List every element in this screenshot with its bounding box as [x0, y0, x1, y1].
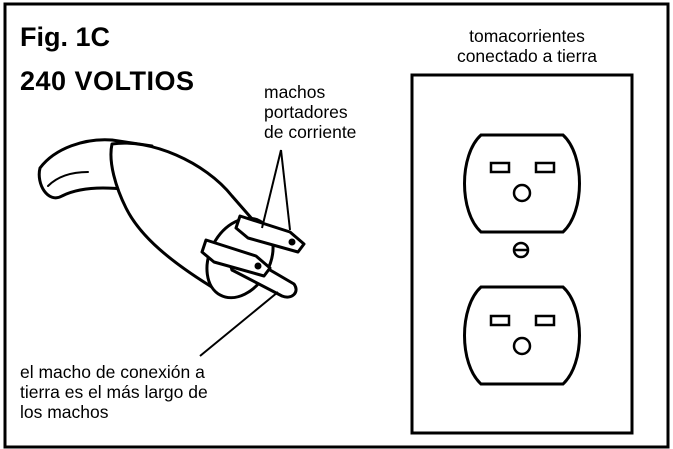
current-prongs-label-line: de corriente	[264, 122, 357, 142]
ground-prong-label-line: tierra es el más largo de	[20, 382, 208, 402]
plate-screw	[512, 241, 530, 259]
receptacle-lower	[463, 285, 581, 386]
ground-prong-label: el macho de conexión a tierra es el más …	[20, 362, 208, 422]
current-prong-upper	[234, 214, 306, 254]
current-prongs-label-line: machos	[264, 82, 326, 102]
outer-border	[3, 2, 670, 449]
current-prong-lower	[200, 238, 272, 278]
plug-illustration	[37, 138, 306, 300]
receptacle-upper	[463, 133, 581, 234]
leader-line-ground	[199, 291, 279, 357]
ground-prong-label-line: el macho de conexión a	[20, 362, 205, 382]
current-prongs-label-line: portadores	[264, 102, 348, 122]
current-prongs-label: machos portadores de corriente	[264, 82, 356, 142]
leader-line-prong-1	[261, 149, 282, 229]
ground-prong-label-line: los machos	[20, 402, 109, 422]
voltage-label: 240 VOLTIOS	[20, 66, 195, 96]
figure-title: Fig. 1C	[20, 22, 111, 52]
grounded-outlet-label-line: tomacorrientes	[469, 26, 585, 46]
outlet-illustration	[410, 73, 634, 435]
grounded-outlet-label: tomacorrientes conectado a tierra	[428, 26, 626, 66]
leader-line-prong-2	[280, 149, 291, 231]
grounded-outlet-label-line: conectado a tierra	[456, 46, 598, 66]
